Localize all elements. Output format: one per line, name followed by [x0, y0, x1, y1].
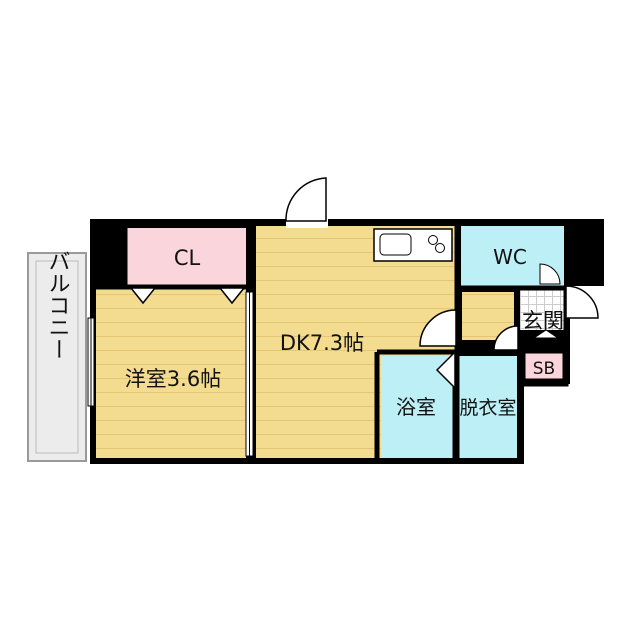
- western-room-floor: [96, 288, 246, 458]
- hall-door: [419, 309, 457, 347]
- kitchen-counter: [373, 228, 453, 262]
- balcony-rail: [35, 260, 79, 454]
- balcony-area: [27, 252, 87, 462]
- sliding-door: [245, 291, 254, 457]
- closet-label: CL: [174, 246, 201, 270]
- entrance-area: [520, 290, 564, 330]
- dressing-door: [493, 325, 519, 351]
- dk-label: DK7.3帖: [280, 331, 364, 355]
- pillar-right: [565, 219, 604, 285]
- pillar-left: [90, 219, 126, 285]
- toilet-door: [539, 263, 561, 285]
- closet-doors: [129, 287, 246, 305]
- dressing-room-label: 脱衣室: [459, 397, 516, 419]
- bathroom-label: 浴室: [396, 395, 436, 419]
- balcony-label: バルコニー: [45, 250, 70, 360]
- entrance-door: [565, 285, 599, 319]
- entrance-small-door: [532, 329, 560, 339]
- balcony-window: [87, 317, 95, 407]
- toilet-label: WC: [493, 245, 527, 269]
- western-room-label: 洋室3.6帖: [125, 367, 221, 391]
- exterior-gap-corner: [524, 384, 570, 466]
- dressing-room-area: [459, 356, 517, 458]
- shoe-box-label: SB: [533, 359, 555, 379]
- closet-area: [127, 228, 246, 287]
- entrance-label: 玄関: [522, 309, 564, 333]
- bathroom-door: [435, 350, 456, 390]
- right-outer-wall: [517, 286, 569, 462]
- top-door: [285, 177, 328, 228]
